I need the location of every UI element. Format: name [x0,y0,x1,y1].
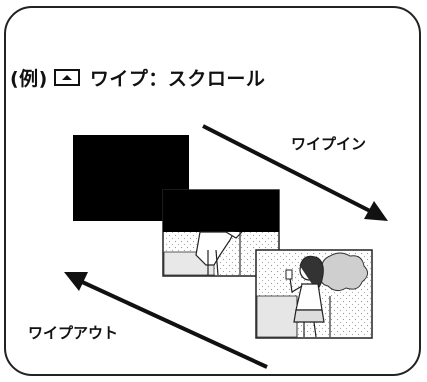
page-title: (例) ワイプ：スクロール [10,64,265,91]
title-text: ワイプ：スクロール [89,68,266,90]
wipe-up-icon [53,69,80,86]
wipe-in-arrow [202,124,388,221]
title-prefix: (例) [10,68,48,90]
wipe-in-label: ワイプイン [291,135,367,153]
full-scene-frame [255,249,373,339]
wipe-out-arrow [64,272,268,369]
partial-scene-frame [162,189,280,277]
wipe-out-label: ワイプアウト [28,324,119,342]
